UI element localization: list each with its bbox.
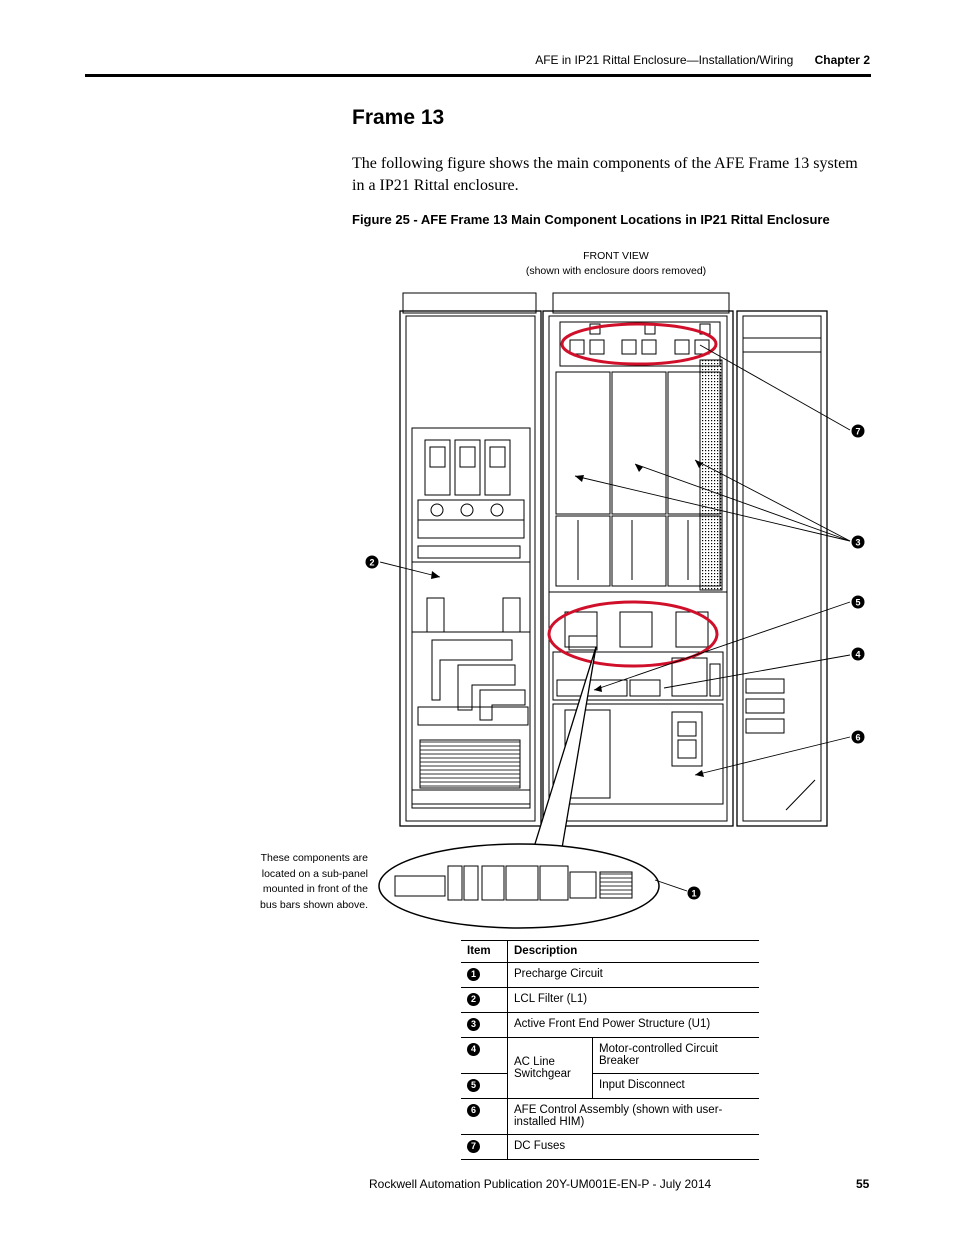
- table-row: 2 LCL Filter (L1): [461, 987, 759, 1013]
- svg-text:7: 7: [855, 427, 860, 437]
- item-description: Input Disconnect: [592, 1073, 759, 1099]
- subpanel-zoom-wedge: [529, 646, 597, 861]
- callout-5: 5: [851, 595, 865, 609]
- svg-text:3: 3: [855, 538, 860, 548]
- right-cabinet: [736, 310, 828, 827]
- table-row: 7 DC Fuses: [461, 1134, 759, 1160]
- power-structure-mesh: [699, 359, 723, 591]
- middle-cabinet: [542, 292, 734, 827]
- svg-text:5: 5: [855, 598, 860, 608]
- footer-page-number: 55: [856, 1177, 870, 1191]
- item-number-badge: 5: [467, 1079, 480, 1092]
- item-description: DC Fuses: [507, 1134, 759, 1160]
- switchgear-group-label: AC Line Switchgear: [507, 1037, 593, 1099]
- lcl-vent-grille: [419, 739, 521, 789]
- svg-text:6: 6: [855, 733, 860, 743]
- running-header: AFE in IP21 Rittal Enclosure—Installatio…: [535, 53, 870, 67]
- table-header-row: Item Description: [461, 940, 759, 963]
- item-number-badge: 6: [467, 1104, 480, 1117]
- footer-publication: Rockwell Automation Publication 20Y-UM00…: [369, 1177, 712, 1191]
- dc-fuse-highlight: [560, 322, 718, 366]
- table-row: 1 Precharge Circuit: [461, 962, 759, 988]
- header-rule: [85, 74, 871, 77]
- component-table: Item Description 1 Precharge Circuit 2 L…: [461, 940, 759, 1160]
- item-number-badge: 1: [467, 968, 480, 981]
- front-view-label: FRONT VIEW (shown with enclosure doors r…: [500, 249, 732, 279]
- item-description: LCL Filter (L1): [507, 987, 759, 1013]
- callout-3: 3: [851, 535, 865, 549]
- table-row: 5 Input Disconnect: [461, 1073, 759, 1099]
- item-number-badge: 4: [467, 1043, 480, 1056]
- figure-caption: Figure 25 - AFE Frame 13 Main Component …: [352, 212, 830, 227]
- leader-lines: [379, 344, 851, 892]
- callout-2: 2: [365, 555, 379, 569]
- table-row: 3 Active Front End Power Structure (U1): [461, 1012, 759, 1038]
- lcl-terminals: [417, 439, 525, 539]
- table-row: 4 AC Line Switchgear Motor-controlled Ci…: [461, 1037, 759, 1099]
- header-section: AFE in IP21 Rittal Enclosure—Installatio…: [535, 53, 794, 67]
- item-description: Precharge Circuit: [507, 962, 759, 988]
- bus-bars: [564, 611, 709, 651]
- item-description: Motor-controlled Circuit Breaker: [592, 1037, 759, 1074]
- lcl-filter: [417, 597, 529, 726]
- table-row: 6 AFE Control Assembly (shown with user-…: [461, 1098, 759, 1135]
- lcl-label-plate: [417, 545, 521, 559]
- switchgear: [552, 651, 724, 701]
- svg-text:4: 4: [855, 650, 860, 660]
- leader-arrowheads: [431, 460, 704, 777]
- afe-power-modules: [555, 371, 721, 587]
- left-cabinet: [399, 292, 542, 827]
- precharge-circuit: [394, 865, 633, 901]
- item-number-badge: 2: [467, 993, 480, 1006]
- dc-fuses: [559, 321, 721, 367]
- callout-7: 7: [851, 424, 865, 438]
- subpanel-note: These components are located on a sub-pa…: [260, 852, 368, 911]
- front-view-subtitle: (shown with enclosure doors removed): [525, 265, 707, 277]
- col-description-header: Description: [507, 940, 759, 963]
- callout-4: 4: [851, 647, 865, 661]
- callout-6: 6: [851, 730, 865, 744]
- item-number-badge: 7: [467, 1140, 480, 1153]
- bus-bar-highlight: [547, 600, 719, 668]
- control-assembly: [552, 703, 724, 805]
- section-title: Frame 13: [352, 106, 445, 129]
- item-description: AFE Control Assembly (shown with user-in…: [507, 1098, 759, 1135]
- subpanel-ellipse: [378, 843, 660, 929]
- front-view-title: FRONT VIEW: [583, 250, 649, 262]
- item-description: Active Front End Power Structure (U1): [507, 1012, 759, 1038]
- callout-1: 1: [687, 886, 701, 900]
- svg-text:1: 1: [691, 889, 696, 899]
- intro-paragraph: The following figure shows the main comp…: [352, 155, 858, 194]
- item-number-badge: 3: [467, 1018, 480, 1031]
- col-item-header: Item: [461, 940, 508, 963]
- svg-text:2: 2: [369, 558, 374, 568]
- header-chapter: Chapter 2: [814, 53, 870, 67]
